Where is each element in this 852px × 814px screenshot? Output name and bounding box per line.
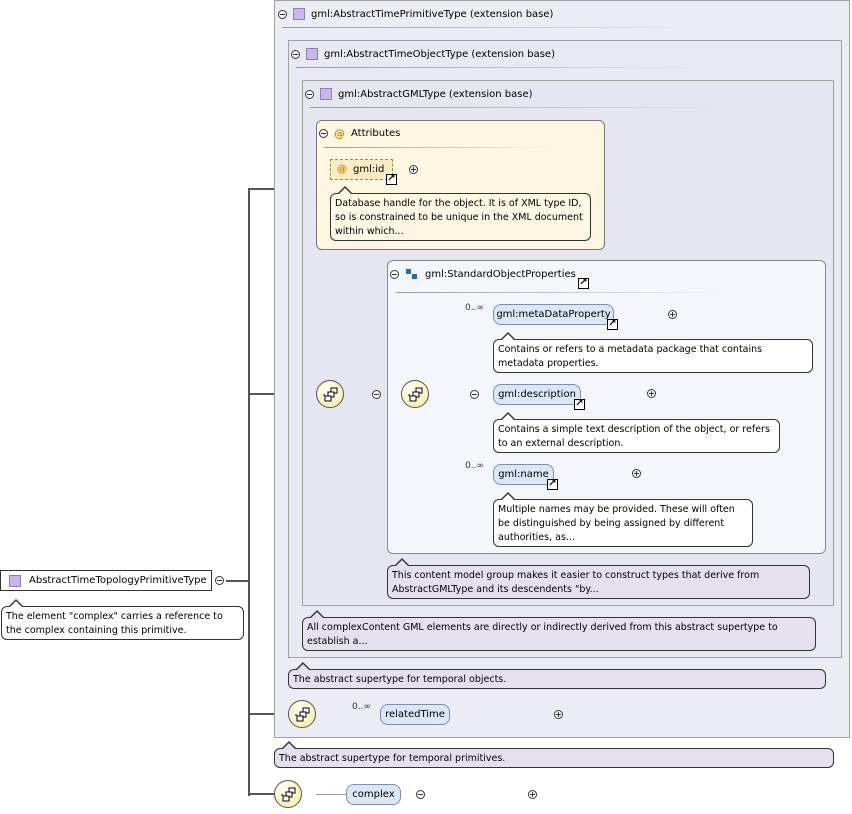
metadata-property-label: gml:metaDataProperty [496, 309, 611, 320]
ext-primitive-doc-note: The abstract supertype for temporal prim… [274, 741, 834, 768]
main-trunk [248, 188, 250, 796]
attribute-icon: @ [334, 127, 345, 140]
group-header: gml:StandardObjectProperties [390, 268, 576, 280]
complex-element[interactable]: complex [346, 784, 401, 805]
collapse-gml-toggle[interactable] [305, 89, 314, 99]
relatedtime-element[interactable]: relatedTime [380, 704, 450, 725]
expand-name-toggle[interactable] [632, 469, 642, 478]
relatedtime-label: relatedTime [385, 709, 445, 720]
ext-primitive-title: gml:AbstractTimePrimitiveType (extension… [311, 8, 554, 20]
collapse-root-toggle[interactable] [215, 576, 224, 585]
branch-relatedtime [248, 713, 288, 715]
name-doc-note: Multiple names may be provided. These wi… [493, 492, 753, 547]
collapse-inner-sequence-toggle[interactable] [469, 390, 479, 399]
complex-type-icon [293, 8, 305, 20]
relatedtime-sequence-icon[interactable] [288, 700, 316, 728]
separator [310, 107, 730, 108]
complex-type-icon [320, 88, 332, 100]
group-doc-note: This content model group makes it easier… [387, 558, 810, 599]
relatedtime-cardinality: 0..∞ [352, 702, 371, 712]
name-label: gml:name [498, 469, 549, 480]
expand-complex-toggle[interactable] [527, 790, 537, 799]
link-arrow-icon[interactable] [574, 397, 585, 411]
expand-relatedtime-toggle[interactable] [553, 710, 563, 719]
expand-gml-id-toggle[interactable] [409, 165, 419, 174]
collapse-outer-sequence-toggle[interactable] [372, 390, 382, 399]
link-arrow-icon[interactable] [547, 477, 558, 491]
attribute-icon: @ [337, 164, 347, 175]
name-cardinality: 0..∞ [465, 461, 484, 471]
attributes-title: Attributes [351, 128, 401, 139]
expand-description-toggle[interactable] [646, 389, 656, 398]
gml-id-label: gml:id [353, 164, 385, 175]
complex-type-icon [306, 48, 318, 60]
description-element[interactable]: gml:description [493, 384, 581, 405]
gml-id-attribute[interactable]: @ gml:id [330, 159, 393, 180]
ext-gml-title: gml:AbstractGMLType (extension base) [338, 88, 533, 100]
expand-metadata-toggle[interactable] [667, 310, 677, 319]
ext-object-header: gml:AbstractTimeObjectType (extension ba… [291, 48, 555, 60]
ext-object-doc-note: The abstract supertype for temporal obje… [288, 662, 826, 689]
ext-gml-doc-note: All complexContent GML elements are dire… [302, 610, 816, 651]
collapse-attributes-toggle[interactable] [319, 129, 328, 138]
ext-object-title: gml:AbstractTimeObjectType (extension ba… [324, 48, 555, 60]
complex-label: complex [352, 789, 395, 800]
root-doc-note: The element "complex" carries a referenc… [1, 599, 244, 640]
gml-id-doc-note: Database handle for the object. It is of… [330, 186, 591, 241]
description-label: gml:description [498, 389, 576, 400]
collapse-complex-sequence-toggle[interactable] [415, 790, 425, 799]
link-arrow-icon[interactable] [578, 276, 589, 290]
complex-connector [316, 794, 346, 795]
metadata-cardinality: 0..∞ [465, 303, 484, 313]
collapse-object-toggle[interactable] [291, 49, 300, 59]
metadata-doc-note: Contains or refers to a metadata package… [493, 332, 813, 373]
root-type-name: AbstractTimeTopologyPrimitiveType [29, 575, 207, 586]
separator [282, 27, 702, 28]
group-title: gml:StandardObjectProperties [425, 268, 576, 280]
separator [324, 147, 554, 148]
ext-gml-header: gml:AbstractGMLType (extension base) [305, 88, 533, 100]
metadata-property-element[interactable]: gml:metaDataProperty [493, 304, 614, 325]
ext-primitive-header: gml:AbstractTimePrimitiveType (extension… [278, 8, 553, 20]
outer-sequence-icon[interactable] [316, 380, 344, 408]
name-element[interactable]: gml:name [493, 464, 554, 485]
root-type-box[interactable]: AbstractTimeTopologyPrimitiveType [0, 570, 212, 591]
description-doc-note: Contains a simple text description of th… [493, 412, 780, 453]
separator [396, 292, 726, 293]
collapse-primitive-toggle[interactable] [278, 9, 287, 19]
link-arrow-icon[interactable] [607, 317, 618, 331]
model-group-icon [406, 269, 417, 279]
complex-sequence-icon[interactable] [274, 780, 302, 808]
root-connector [226, 580, 250, 582]
inner-sequence-icon[interactable] [401, 380, 429, 408]
complex-type-icon [9, 574, 21, 587]
collapse-group-toggle[interactable] [390, 269, 399, 279]
attributes-header: @ Attributes [319, 127, 400, 140]
separator [296, 67, 716, 68]
link-arrow-icon[interactable] [386, 172, 397, 186]
branch-complex [248, 793, 274, 795]
